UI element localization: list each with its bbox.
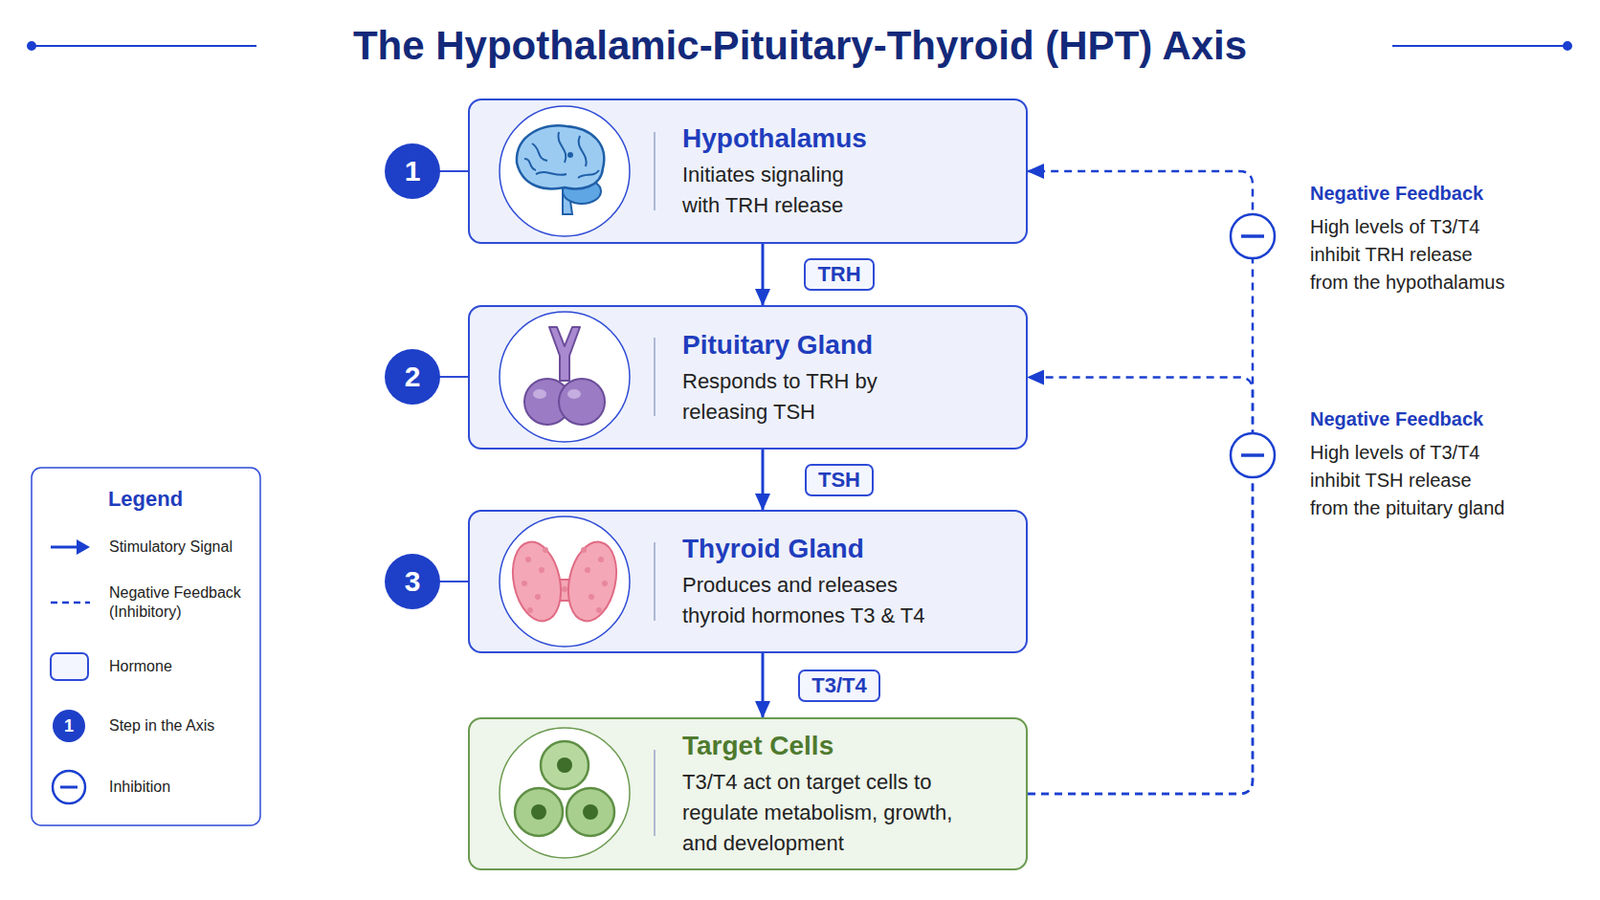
box-body: T3/T4 act on target cells to regulate me…: [682, 767, 975, 860]
callout-number: 1: [404, 153, 422, 190]
diagram-title: The Hypothalamic-Pituitary-Thyroid (HPT)…: [339, 21, 1261, 71]
callout-number: 3: [404, 563, 422, 600]
legend-text: Negative Feedback (Inhibitory): [109, 583, 248, 623]
text-group: Thyroid GlandProduces and releases thyro…: [682, 532, 951, 632]
divider-line: [653, 132, 656, 837]
process-box: Target CellsT3/T4 act on target cells to…: [467, 717, 1028, 871]
text-group: Target CellsT3/T4 act on target cells to…: [682, 729, 975, 860]
process-box: Thyroid GlandProduces and releases thyro…: [467, 510, 1028, 654]
thyroid-icon: [499, 516, 630, 647]
stimulatory-arrow: [761, 244, 765, 306]
hormone-label: T3/T4: [798, 669, 880, 703]
legend-text: Stimulatory Signal: [109, 537, 248, 557]
brain-icon: [499, 106, 630, 237]
legend-step-number: 1: [64, 715, 74, 738]
box-heading: Target Cells: [682, 729, 975, 764]
feedback-heading: Negative Feedback: [1310, 181, 1484, 206]
legend-text: Inhibition: [109, 777, 248, 798]
feedback-arrow: [1027, 171, 1253, 795]
inhibition-symbol: [1230, 214, 1275, 478]
hormone-label: TRH: [803, 258, 874, 291]
legend-heading: Legend: [108, 486, 183, 513]
stimulatory-arrow: [761, 653, 765, 718]
text-group: HypothalamusInitiates signaling with TRH…: [682, 121, 874, 222]
legend-text: Step in the Axis: [109, 716, 248, 736]
hormone-label: TSH: [804, 464, 874, 497]
box-heading: Pituitary Gland: [682, 328, 912, 363]
box-body: Produces and releases thyroid hormones T…: [682, 570, 951, 632]
feedback-heading: Negative Feedback: [1310, 407, 1484, 432]
box-heading: Thyroid Gland: [682, 532, 951, 567]
callout-circle: [384, 143, 468, 610]
process-box: Pituitary GlandResponds to TRH by releas…: [467, 305, 1028, 450]
box-body: Initiates signaling with TRH release: [682, 159, 874, 222]
legend-box: [31, 467, 261, 826]
stimulatory-arrow: [761, 449, 765, 511]
box-body: Responds to TRH by releasing TSH: [682, 366, 912, 428]
process-box: HypothalamusInitiates signaling with TRH…: [467, 98, 1028, 245]
pituitary-icon: [499, 311, 630, 443]
box-heading: Hypothalamus: [682, 121, 874, 156]
feedback-arrow: [1027, 377, 1253, 796]
feedback-note: High levels of T3/T4 inhibit TRH release…: [1310, 213, 1512, 297]
text-group: Pituitary GlandResponds to TRH by releas…: [682, 328, 912, 428]
legend-text: Hormone: [109, 657, 248, 677]
feedback-note: High levels of T3/T4 inhibit TSH release…: [1310, 439, 1512, 523]
cells-icon: [499, 728, 630, 859]
callout-number: 2: [404, 358, 422, 396]
